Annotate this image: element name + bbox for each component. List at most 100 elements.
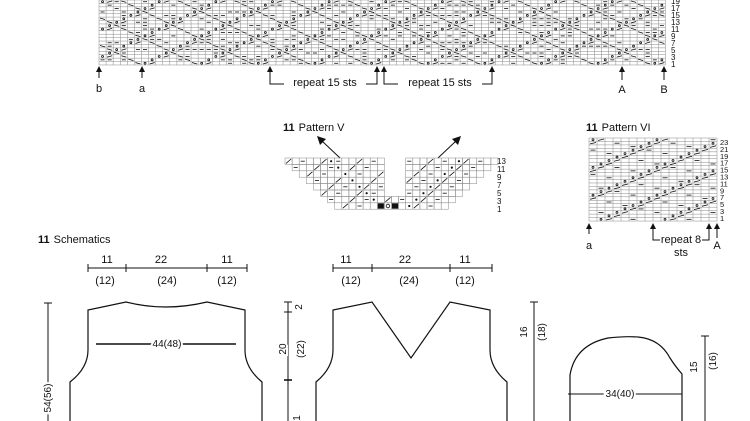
- top-chart-row-number: 9: [671, 32, 676, 41]
- front-neck-dim-alt: (24): [399, 275, 419, 287]
- marker-A-label: A: [618, 84, 626, 96]
- pattern-vi-title-text: Pattern VI: [602, 122, 651, 134]
- front-armhole-dimension-line: [284, 301, 292, 421]
- repeat-bracket-2: [381, 66, 495, 85]
- back-outline: [69, 301, 263, 421]
- top-chart-row-number: 17: [671, 4, 680, 13]
- pattern-vi-repeat-label: repeat 8: [661, 234, 701, 246]
- pattern-vi-chart: [588, 137, 718, 222]
- pattern-v-title: 11 Pattern V: [283, 122, 345, 134]
- pattern-vi-title: 11 Pattern VI: [586, 122, 651, 134]
- front-shoulder-left-dim-alt: (12): [341, 275, 361, 287]
- front-shoulder-drop-label: 2: [294, 304, 305, 310]
- pattern-vi-row-number: 9: [720, 186, 724, 195]
- pattern-vi-row-number: 21: [720, 145, 728, 154]
- pattern-vi-row-number: 3: [720, 207, 724, 216]
- pattern-v-row-number: 13: [497, 157, 506, 166]
- top-chart-markers: b a repeat 15 sts repeat 15 sts A: [96, 66, 668, 96]
- pattern-vi-row-number: 5: [720, 200, 724, 209]
- back-shoulder-right-dim-alt: (12): [217, 275, 237, 287]
- pattern-vi-row-number: 11: [720, 179, 728, 188]
- sleeve-width-label: 34(40): [606, 389, 635, 400]
- pattern-v-row-number: 3: [497, 197, 502, 206]
- marker-b-arrow: [96, 66, 102, 78]
- sleeve-cap-label-alt: (18): [537, 323, 548, 341]
- repeat-bracket-1: [267, 66, 380, 85]
- front-armhole-label: 20: [278, 343, 289, 355]
- pattern-v-chart: [284, 157, 499, 210]
- sleeve-schematic: 16 (18) 34(40) 15 (16): [519, 301, 719, 421]
- top-chart-symbols: [99, 0, 665, 65]
- pattern-v-row-number: 5: [497, 189, 502, 198]
- sleeve-cap-dimension-line: [530, 301, 538, 421]
- pattern-vi-row-number: 17: [720, 159, 728, 168]
- marker-a-label: a: [139, 83, 146, 95]
- pattern-vi-marker-a-arrow: [586, 223, 592, 234]
- top-chart-row-number: 11: [671, 25, 680, 34]
- repeat-label-2: repeat 15 sts: [408, 77, 472, 89]
- sleeve-height-label-alt: (16): [708, 352, 719, 370]
- marker-B-label: B: [660, 84, 667, 96]
- pattern-vi-repeat-unit: sts: [674, 247, 689, 259]
- pattern-vi-markers: a repeat 8 sts A: [586, 223, 721, 259]
- back-neck-dim: 22: [155, 254, 167, 266]
- pattern-vi-row-number: 1: [720, 214, 724, 223]
- top-chart-row-number: 5: [671, 46, 676, 55]
- top-chart-row-number: 7: [671, 39, 676, 48]
- front-outline: [315, 301, 508, 421]
- back-neck-dim-alt: (24): [157, 275, 177, 287]
- front-neck-dim: 22: [399, 254, 411, 266]
- front-top-dimension-line: [332, 264, 493, 272]
- top-chart-row-number: 15: [671, 11, 680, 20]
- schematics-title-text: Schematics: [54, 234, 111, 246]
- marker-B-arrow: [661, 66, 667, 80]
- back-length-dimension-line: [44, 302, 52, 421]
- pattern-vi-row-number: 19: [720, 152, 728, 161]
- sleeve-outline: [569, 336, 683, 421]
- schematics-title: 11 Schematics: [38, 234, 111, 246]
- pattern-v-row-number: 7: [497, 181, 502, 190]
- marker-A-arrow: [619, 66, 625, 80]
- pattern-vi-row-number: 13: [720, 173, 728, 182]
- front-shoulder-right-dim: 11: [459, 254, 470, 266]
- schematics-title-num: 11: [38, 234, 50, 246]
- pattern-vi-marker-A-label: A: [713, 240, 721, 252]
- repeat-label-1: repeat 15 sts: [293, 77, 357, 89]
- back-shoulder-left-dim-alt: (12): [95, 275, 115, 287]
- pattern-vi-row-number: 15: [720, 166, 728, 175]
- front-armhole-label-alt: (22): [296, 340, 307, 358]
- back-chest-label: 44(48): [153, 339, 182, 350]
- pattern-vi-row-number: 7: [720, 193, 724, 202]
- back-shoulder-left-dim: 11: [101, 254, 112, 266]
- pattern-v-row-number: 11: [497, 165, 506, 174]
- pattern-v-title-text: Pattern V: [299, 122, 346, 134]
- front-shoulder-left-dim: 11: [340, 254, 351, 266]
- marker-a-arrow: [139, 66, 145, 78]
- back-shoulder-right-dim: 11: [221, 254, 232, 266]
- front-schematic: 11 22 11 (12) (24) (12) 2 20 (22) 1: [276, 254, 508, 421]
- pattern-vi-repeat-bracket: [650, 223, 720, 241]
- top-chart-grid: [98, 0, 666, 66]
- top-chart-row-number: 1: [671, 60, 676, 69]
- back-length-label: 54(56): [43, 384, 54, 413]
- marker-b-label: b: [96, 83, 102, 95]
- sleeve-height-dimension-line: [701, 335, 709, 421]
- pattern-vi-marker-a-label: a: [586, 240, 593, 252]
- front-lower-mark-label: 1: [292, 415, 303, 421]
- pattern-vi-title-num: 11: [586, 122, 598, 134]
- top-chart-row-number: 3: [671, 53, 676, 62]
- pattern-v-row-number: 1: [497, 205, 502, 214]
- pattern-v-row-number: 9: [497, 173, 502, 182]
- top-chart-row-number: 19: [671, 0, 680, 6]
- front-shoulder-right-dim-alt: (12): [455, 275, 475, 287]
- top-chart-row-number: 13: [671, 18, 680, 27]
- sleeve-height-label: 15: [689, 361, 700, 373]
- pattern-v-title-num: 11: [283, 122, 295, 134]
- back-top-dimension-line: [87, 264, 248, 272]
- back-schematic: 11 22 11 (12) (24) (12) 44(48) 54(56): [41, 254, 263, 421]
